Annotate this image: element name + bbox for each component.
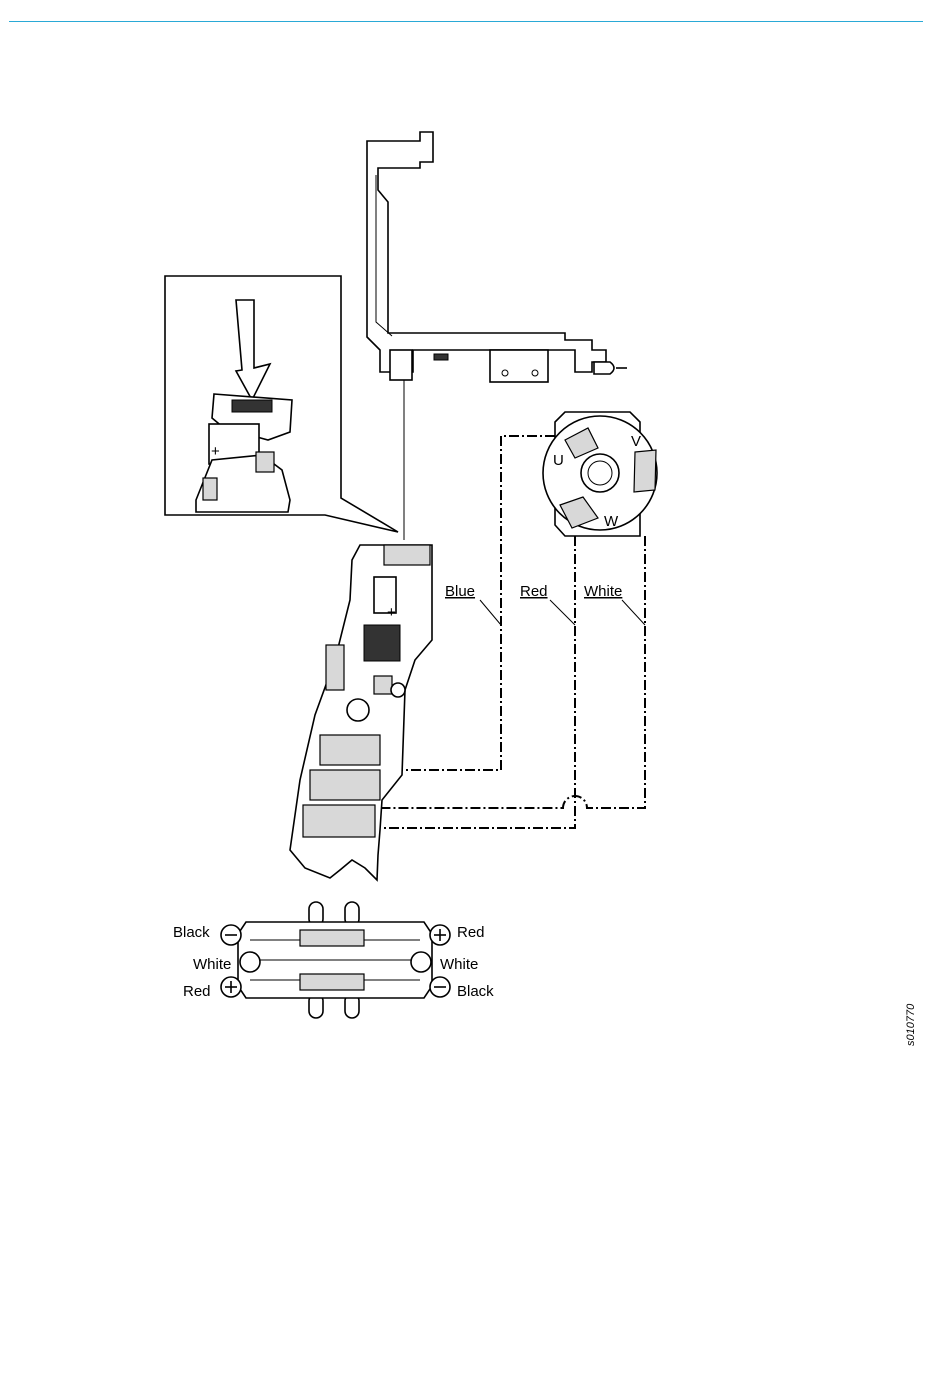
plain-terminal-icon bbox=[411, 952, 431, 972]
svg-text:+: + bbox=[387, 604, 396, 621]
phase-v-label: V bbox=[631, 433, 641, 450]
left-bottom-label: Red bbox=[183, 983, 211, 1000]
svg-text:+: + bbox=[211, 443, 220, 460]
wire-label-blue: Blue bbox=[445, 583, 475, 600]
right-bottom-label: Black bbox=[457, 983, 494, 1000]
motor: U V W bbox=[543, 412, 657, 536]
figure-reference: s010770 bbox=[905, 1003, 917, 1046]
phase-w-label: W bbox=[604, 513, 619, 530]
main-pcb: + bbox=[290, 545, 432, 880]
wire-label-white: White bbox=[584, 583, 622, 600]
right-top-label: Red bbox=[457, 924, 485, 941]
left-top-label: Black bbox=[173, 924, 210, 941]
wire-label-red: Red bbox=[520, 583, 548, 600]
detail-inset: + bbox=[165, 276, 398, 532]
plain-terminal-icon bbox=[240, 952, 260, 972]
right-middle-label: White bbox=[440, 956, 478, 973]
left-middle-label: White bbox=[193, 956, 231, 973]
phase-u-label: U bbox=[553, 452, 564, 469]
connector-detail: Black White Red Red White Black bbox=[173, 902, 494, 1018]
